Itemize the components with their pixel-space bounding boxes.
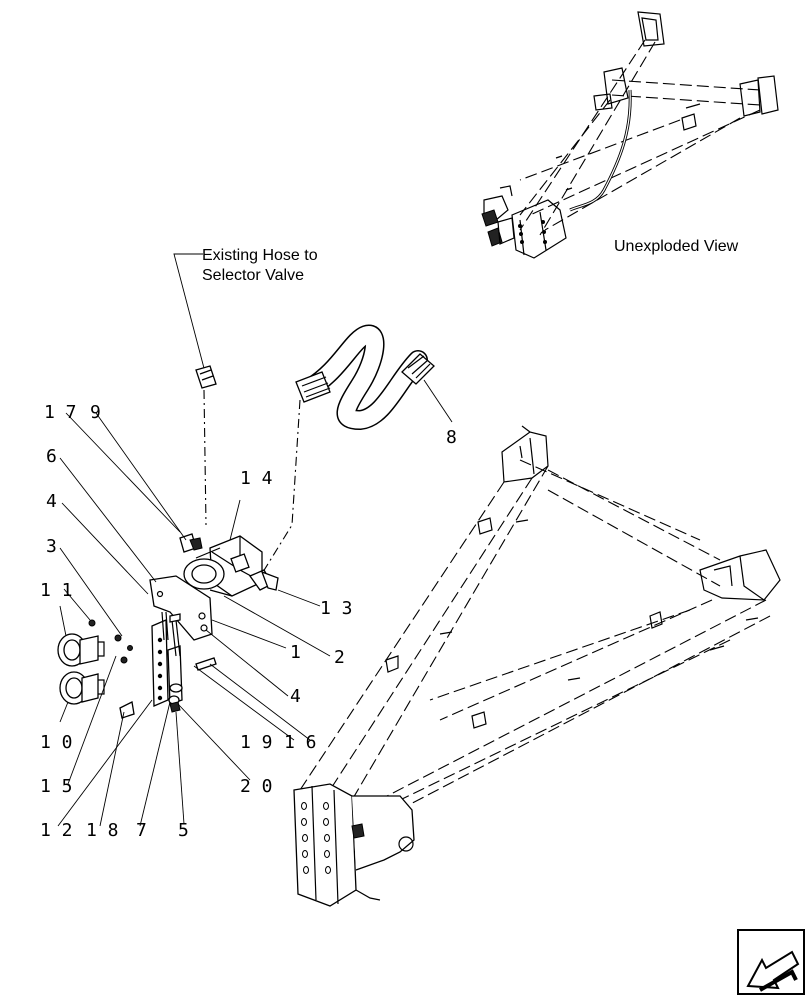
label-10: 1 0 [40, 732, 73, 753]
label-3: 3 [46, 536, 57, 557]
existing-hose-label-line2: Selector Valve [202, 267, 304, 284]
prev-page-arrow-icon[interactable] [737, 929, 805, 995]
quick-coupler-11 [57, 633, 105, 667]
label-13: 1 3 [320, 598, 353, 619]
label-7: 7 [136, 820, 147, 841]
label-15: 1 5 [40, 776, 73, 797]
label-17: 1 7 [44, 402, 77, 423]
label-2: 2 [334, 647, 345, 668]
valve-assembly [57, 533, 279, 719]
label-20: 2 0 [240, 776, 273, 797]
label-6: 6 [46, 446, 57, 467]
unexploded-view-label: Unexploded View [614, 238, 739, 255]
label-8: 8 [446, 427, 457, 448]
hitch-frame [293, 425, 781, 907]
unexploded-view-assembly [481, 11, 779, 259]
label-11: 1 1 [40, 580, 73, 601]
label-19: 1 9 [240, 732, 273, 753]
label-9: 9 [90, 402, 101, 423]
label-14: 1 4 [240, 468, 273, 489]
label-16: 1 6 [284, 732, 317, 753]
label-1: 1 [290, 642, 301, 663]
label-18: 1 8 [86, 820, 119, 841]
quick-coupler-10 [59, 671, 105, 705]
existing-hose-fitting [195, 365, 217, 389]
hose-assembly-part-8 [295, 324, 435, 431]
label-5: 5 [178, 820, 189, 841]
label-4-bottom: 4 [290, 686, 301, 707]
label-12: 1 2 [40, 820, 73, 841]
label-4-top: 4 [46, 491, 57, 512]
existing-hose-label-line1: Existing Hose to [202, 247, 318, 264]
